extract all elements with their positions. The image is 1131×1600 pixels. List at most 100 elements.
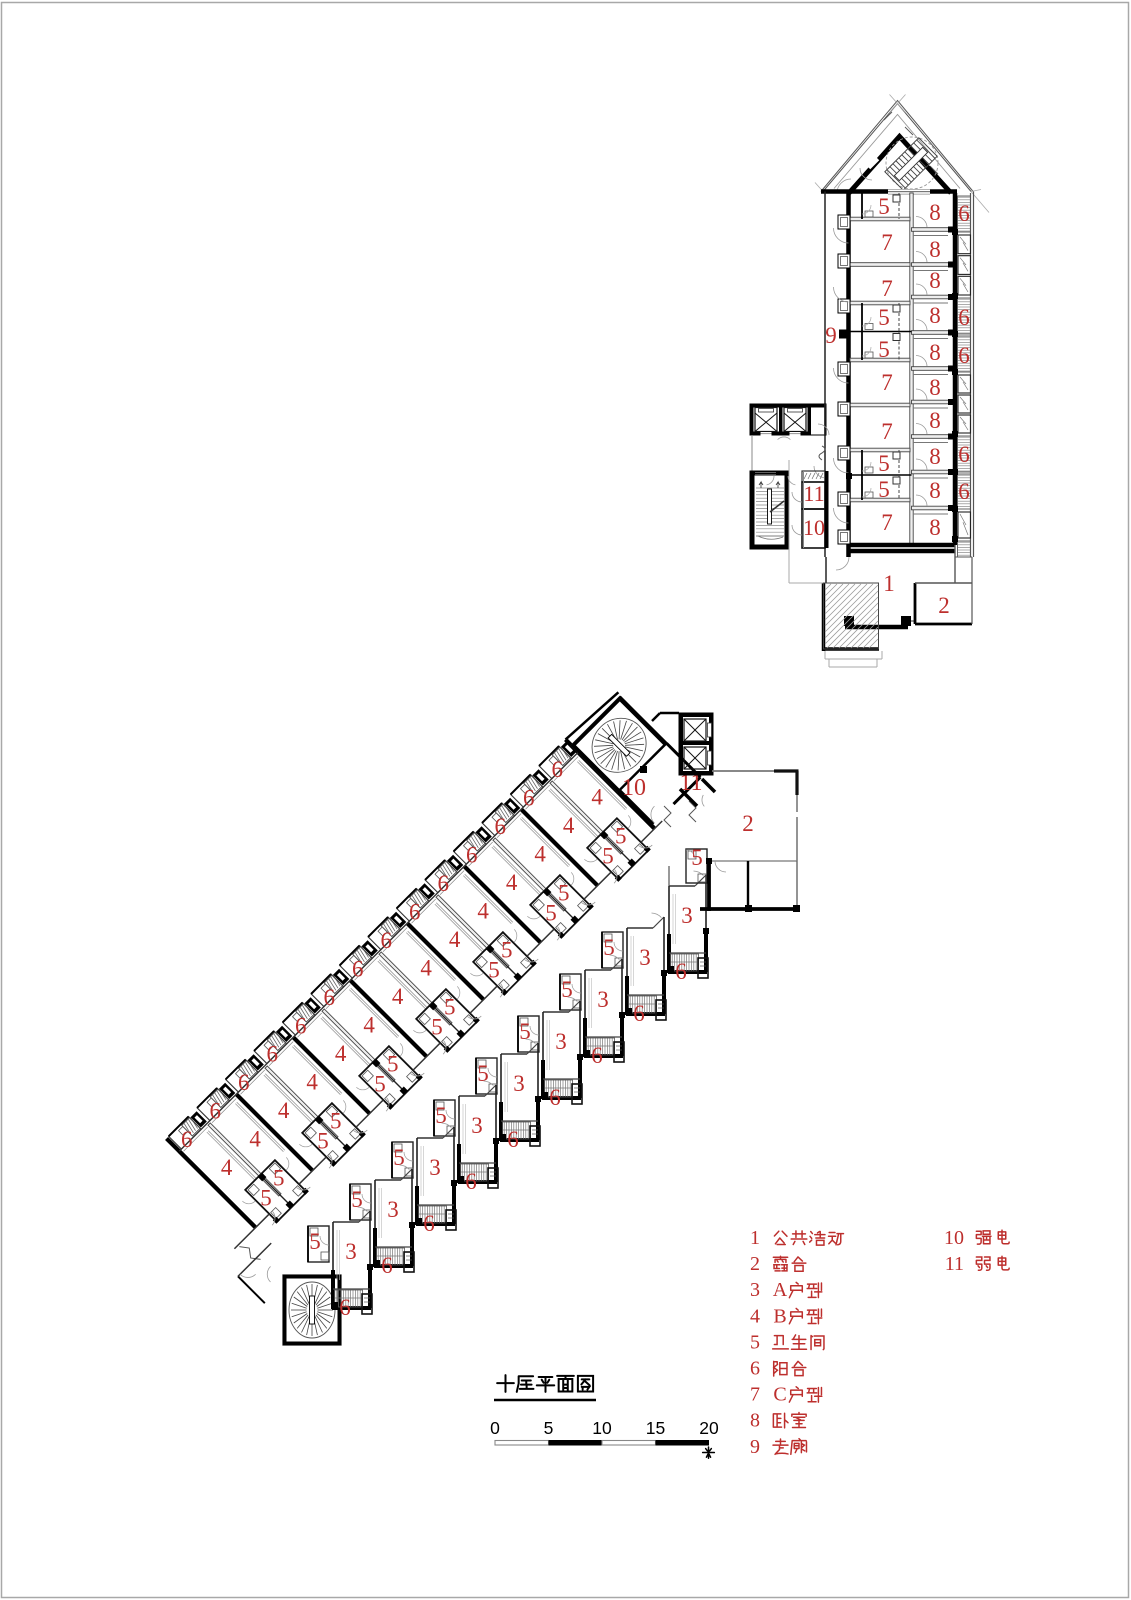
svg-text:3: 3 <box>681 903 693 928</box>
svg-text:4: 4 <box>750 1305 760 1327</box>
svg-text:8: 8 <box>929 375 941 400</box>
svg-text:20: 20 <box>699 1418 719 1438</box>
svg-text:6: 6 <box>523 785 535 810</box>
svg-text:3: 3 <box>471 1113 483 1138</box>
svg-text:6: 6 <box>381 1253 393 1278</box>
svg-text:3: 3 <box>639 945 651 970</box>
svg-text:4: 4 <box>449 927 461 952</box>
svg-text:7: 7 <box>881 370 893 395</box>
svg-text:2: 2 <box>938 593 950 618</box>
svg-text:8: 8 <box>929 340 941 365</box>
svg-text:3: 3 <box>387 1197 399 1222</box>
svg-text:5: 5 <box>558 881 570 906</box>
svg-text:10: 10 <box>622 775 646 801</box>
svg-text:15: 15 <box>646 1418 665 1438</box>
svg-text:0: 0 <box>490 1418 500 1438</box>
svg-text:7: 7 <box>881 230 893 255</box>
svg-text:7: 7 <box>750 1384 760 1406</box>
svg-text:6: 6 <box>352 956 364 981</box>
svg-text:6: 6 <box>958 442 970 467</box>
svg-text:5: 5 <box>615 824 627 849</box>
svg-text:4: 4 <box>249 1127 261 1152</box>
svg-text:6: 6 <box>181 1127 193 1152</box>
svg-text:8: 8 <box>929 515 941 540</box>
svg-text:5: 5 <box>878 477 890 502</box>
svg-text:11: 11 <box>803 481 824 506</box>
svg-text:5: 5 <box>309 1229 321 1254</box>
svg-text:6: 6 <box>958 479 970 504</box>
svg-text:5: 5 <box>691 845 703 870</box>
svg-text:6: 6 <box>465 1169 477 1194</box>
svg-text:4: 4 <box>506 870 518 895</box>
svg-text:6: 6 <box>380 928 392 953</box>
svg-text:4: 4 <box>392 984 404 1009</box>
svg-text:2: 2 <box>750 1253 760 1275</box>
svg-text:5: 5 <box>260 1185 272 1210</box>
svg-text:5: 5 <box>273 1166 285 1191</box>
svg-text:6: 6 <box>551 757 563 782</box>
svg-text:5: 5 <box>330 1109 342 1134</box>
svg-text:6: 6 <box>591 1043 603 1068</box>
svg-text:6: 6 <box>675 959 687 984</box>
svg-text:3: 3 <box>750 1279 760 1301</box>
svg-text:4: 4 <box>278 1098 290 1123</box>
svg-text:5: 5 <box>374 1071 386 1096</box>
svg-text:B: B <box>773 1305 786 1327</box>
svg-text:8: 8 <box>929 200 941 225</box>
svg-text:1: 1 <box>883 571 895 596</box>
svg-text:A: A <box>773 1279 788 1301</box>
svg-text:6: 6 <box>958 305 970 330</box>
svg-text:6: 6 <box>210 1099 222 1124</box>
svg-text:5: 5 <box>317 1128 329 1153</box>
svg-text:6: 6 <box>295 1013 307 1038</box>
svg-text:5: 5 <box>878 451 890 476</box>
svg-text:9: 9 <box>750 1436 760 1458</box>
svg-text:4: 4 <box>363 1013 375 1038</box>
svg-text:6: 6 <box>633 1001 645 1026</box>
svg-text:6: 6 <box>494 814 506 839</box>
svg-text:5: 5 <box>544 1418 554 1438</box>
svg-text:4: 4 <box>420 956 432 981</box>
svg-text:5: 5 <box>501 938 513 963</box>
svg-text:6: 6 <box>238 1070 250 1095</box>
svg-text:5: 5 <box>561 977 573 1002</box>
svg-text:2: 2 <box>742 811 754 836</box>
svg-text:5: 5 <box>878 337 890 362</box>
svg-text:6: 6 <box>549 1085 561 1110</box>
svg-text:5: 5 <box>477 1061 489 1086</box>
svg-text:3: 3 <box>555 1029 567 1054</box>
svg-text:8: 8 <box>929 408 941 433</box>
svg-text:5: 5 <box>750 1331 760 1353</box>
svg-text:6: 6 <box>409 899 421 924</box>
svg-text:4: 4 <box>477 899 489 924</box>
svg-text:7: 7 <box>881 276 893 301</box>
svg-text:5: 5 <box>603 935 615 960</box>
svg-text:6: 6 <box>437 871 449 896</box>
svg-text:8: 8 <box>929 237 941 262</box>
svg-text:6: 6 <box>750 1358 760 1380</box>
svg-text:4: 4 <box>534 842 546 867</box>
svg-text:5: 5 <box>431 1015 443 1040</box>
svg-text:8: 8 <box>929 444 941 469</box>
svg-text:6: 6 <box>507 1127 519 1152</box>
svg-text:5: 5 <box>602 844 614 869</box>
svg-text:3: 3 <box>345 1239 357 1264</box>
svg-text:3: 3 <box>429 1155 441 1180</box>
svg-text:1: 1 <box>750 1227 760 1249</box>
svg-text:11: 11 <box>679 770 702 796</box>
svg-text:8: 8 <box>929 478 941 503</box>
svg-text:5: 5 <box>351 1187 363 1212</box>
svg-text:3: 3 <box>513 1071 525 1096</box>
svg-text:5: 5 <box>488 958 500 983</box>
svg-text:4: 4 <box>591 785 603 810</box>
svg-text:5: 5 <box>545 901 557 926</box>
svg-text:5: 5 <box>387 1052 399 1077</box>
svg-text:10: 10 <box>944 1227 964 1249</box>
svg-text:4: 4 <box>221 1155 233 1180</box>
svg-text:5: 5 <box>435 1103 447 1128</box>
svg-text:7: 7 <box>881 510 893 535</box>
svg-text:C: C <box>773 1384 786 1406</box>
svg-text:6: 6 <box>323 985 335 1010</box>
svg-text:5: 5 <box>444 995 456 1020</box>
svg-text:6: 6 <box>466 842 478 867</box>
